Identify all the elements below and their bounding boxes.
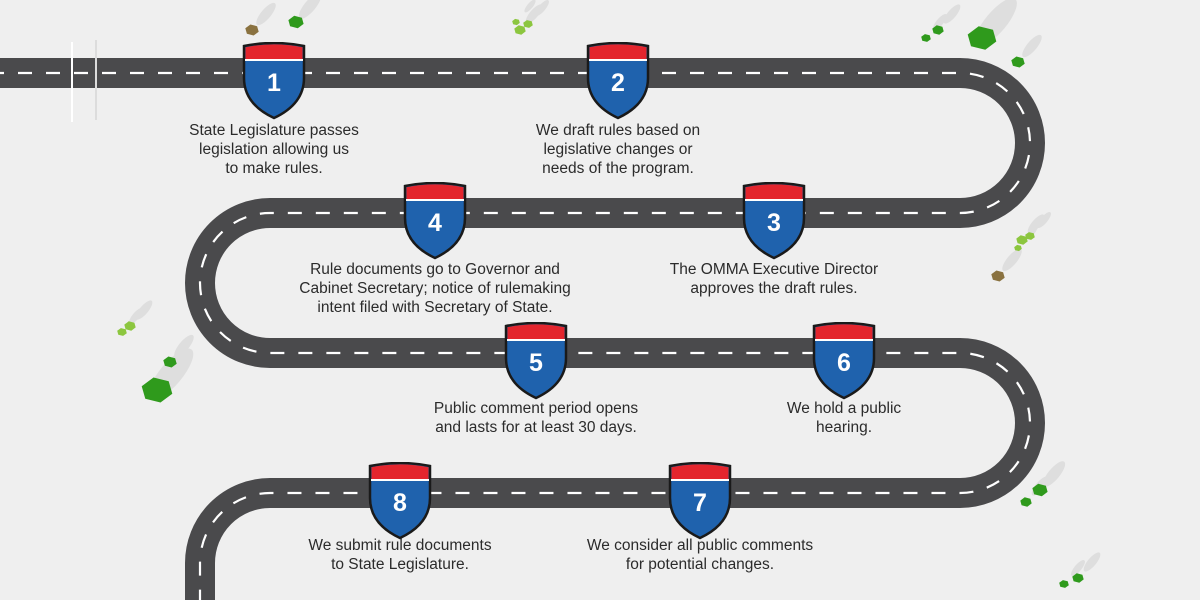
tree-icon [1020,497,1032,507]
shadow [535,0,549,16]
tree-icon [141,377,173,403]
step-7-shield: 7 [666,462,734,540]
step-1-shield: 1 [240,42,308,120]
step-4-shield: 4 [401,182,469,260]
step-number: 8 [393,489,407,517]
rock-icon [245,24,259,36]
step-7-text: We consider all public comments for pote… [586,537,814,573]
shadow [1083,552,1101,572]
step-number: 1 [267,69,281,97]
bush-icon [117,328,127,336]
bush-icon [512,18,520,26]
tree-icon [932,25,944,35]
shadow [524,0,536,13]
step-2-shield: 2 [584,42,652,120]
step-1-text: State Legislature passes legislation all… [189,122,359,177]
step-5-shield: 5 [502,322,570,400]
scenery-decorations [117,0,1101,588]
step-5-text: Public comment period opens and lasts fo… [433,400,639,436]
tree-icon [1032,483,1048,497]
tree-icon [1072,573,1084,583]
tree-icon [163,356,177,368]
bush-icon [1025,232,1035,240]
shadow [1002,248,1022,272]
step-8-text: We submit rule documents to State Legisl… [308,537,492,573]
shadow [298,0,322,19]
tree-icon [288,15,304,29]
tree-icon [1059,580,1069,588]
bush-icon [1016,235,1028,245]
step-8-shield: 8 [366,462,434,540]
shadow [1022,34,1042,58]
tree-icon [1011,56,1025,68]
shadow [1042,461,1066,487]
rock-icon [991,270,1005,282]
step-6-text: We hold a public hearing. [786,400,902,436]
bush-icon [1014,244,1022,252]
road-center-dashes [0,71,1032,600]
step-3-text: The OMMA Executive Director approves the… [669,261,879,297]
step-4-text: Rule documents go to Governor and Cabine… [299,261,571,316]
bush-icon [124,321,136,331]
shadow [256,2,276,26]
step-number: 3 [767,209,781,237]
step-number: 4 [428,209,442,237]
shadow [1037,212,1051,228]
shadow [943,4,961,24]
shadow [174,334,194,358]
tree-icon [967,26,997,50]
step-number: 2 [611,69,625,97]
tree-icon [921,34,931,42]
shadow [1071,560,1085,576]
shadow [129,308,143,324]
gate-left [71,40,97,122]
step-6-shield: 6 [810,322,878,400]
step-number: 5 [529,349,543,377]
step-3-shield: 3 [740,182,808,260]
bush-icon [514,25,526,35]
step-2-text: We draft rules based on legislative chan… [535,122,701,177]
step-number: 6 [837,349,851,377]
bush-icon [523,20,533,28]
step-number: 7 [693,489,707,517]
